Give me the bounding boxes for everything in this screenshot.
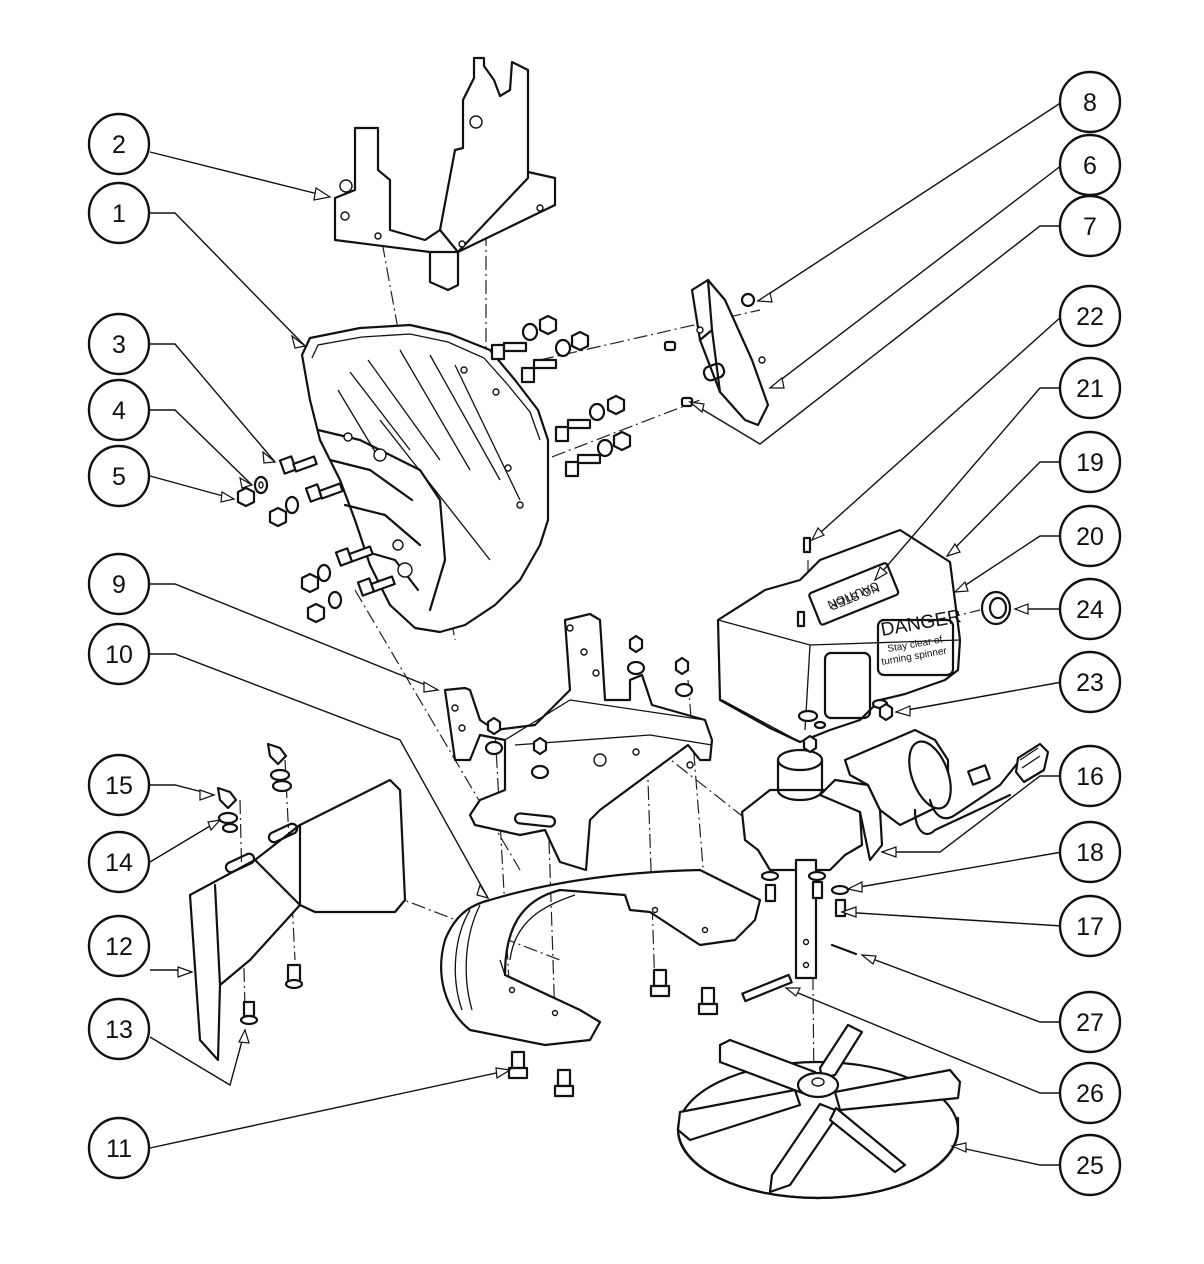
part-19-spinner-guard: CAUTION NO STEP DANGER Stay clear of tur… (716, 528, 1012, 754)
callout-label: 20 (1076, 523, 1104, 551)
callout-balloon-7: 7 (1058, 194, 1122, 258)
callout-balloon-6: 6 (1058, 133, 1122, 197)
callout-balloon-18: 18 (1058, 820, 1122, 884)
callout-balloon-24: 24 (1058, 577, 1122, 641)
callout-label: 25 (1076, 1152, 1104, 1180)
callout-label: 11 (106, 1135, 132, 1163)
callout-label: 1 (112, 200, 126, 228)
callout-balloon-2: 2 (87, 112, 151, 176)
part-25-spinner-disc (676, 1023, 962, 1200)
callout-label: 14 (105, 849, 133, 877)
callout-label: 2 (112, 131, 126, 159)
callout-balloon-5: 5 (87, 444, 151, 508)
part-12-side-deflector (188, 742, 407, 1062)
callout-label: 9 (112, 571, 126, 599)
callout-balloon-1: 1 (87, 181, 151, 245)
callout-balloon-11: 11 (87, 1116, 151, 1180)
callout-label: 7 (1083, 213, 1097, 241)
callout-label: 27 (1076, 1009, 1104, 1037)
callout-label: 17 (1076, 913, 1104, 941)
callout-balloon-26: 26 (1058, 1061, 1122, 1125)
callout-label: 22 (1076, 303, 1104, 331)
callout-label: 21 (1076, 375, 1104, 403)
part-11-bolts (507, 968, 719, 1098)
callout-balloon-10: 10 (87, 622, 151, 686)
callout-balloon-19: 19 (1058, 430, 1122, 494)
callout-balloon-4: 4 (87, 378, 151, 442)
callout-label: 16 (1076, 763, 1104, 791)
leader-lines (149, 101, 1063, 1166)
callout-balloon-27: 27 (1058, 990, 1122, 1054)
callout-balloon-17: 17 (1058, 894, 1122, 958)
callout-balloon-8: 8 (1058, 70, 1122, 134)
callout-label: 5 (112, 463, 126, 491)
part-2-mount-bracket (333, 56, 557, 292)
callout-balloon-21: 21 (1058, 356, 1122, 420)
part-10-spinner-ring (440, 868, 762, 1047)
callout-balloon-22: 22 (1058, 284, 1122, 348)
part-9-mounting-plate (443, 612, 714, 872)
callout-label: 23 (1076, 669, 1104, 697)
callout-balloon-14: 14 (87, 830, 151, 894)
callout-label: 3 (112, 331, 126, 359)
callout-balloon-20: 20 (1058, 504, 1122, 568)
part-6-deflector (663, 278, 770, 427)
leader-arrowheads (177, 187, 1029, 1153)
callout-label: 12 (105, 933, 133, 961)
callout-balloon-23: 23 (1058, 650, 1122, 714)
callout-balloon-15: 15 (87, 753, 151, 817)
part-1-spinner-shroud (300, 323, 550, 634)
callout-label: 10 (105, 641, 133, 669)
callout-label: 18 (1076, 839, 1104, 867)
callout-label: 13 (105, 1016, 133, 1044)
callout-balloon-25: 25 (1058, 1133, 1122, 1197)
bolt-washer-nut-hardware-right (490, 314, 632, 478)
part-16-gearbox-motor (740, 728, 1050, 1003)
callout-label: 24 (1076, 596, 1104, 624)
callout-balloon-16: 16 (1058, 744, 1122, 808)
callout-balloon-12: 12 (87, 914, 151, 978)
callout-label: 19 (1076, 449, 1104, 477)
callout-label: 4 (112, 397, 126, 425)
callout-balloon-3: 3 (87, 312, 151, 376)
callout-label: 26 (1076, 1080, 1104, 1108)
callout-balloon-13: 13 (87, 997, 151, 1061)
callout-label: 6 (1083, 152, 1097, 180)
bolt-washer-nut-hardware-left (236, 455, 396, 624)
callout-label: 8 (1083, 89, 1097, 117)
callout-balloon-9: 9 (87, 552, 151, 616)
callout-label: 15 (105, 772, 133, 800)
